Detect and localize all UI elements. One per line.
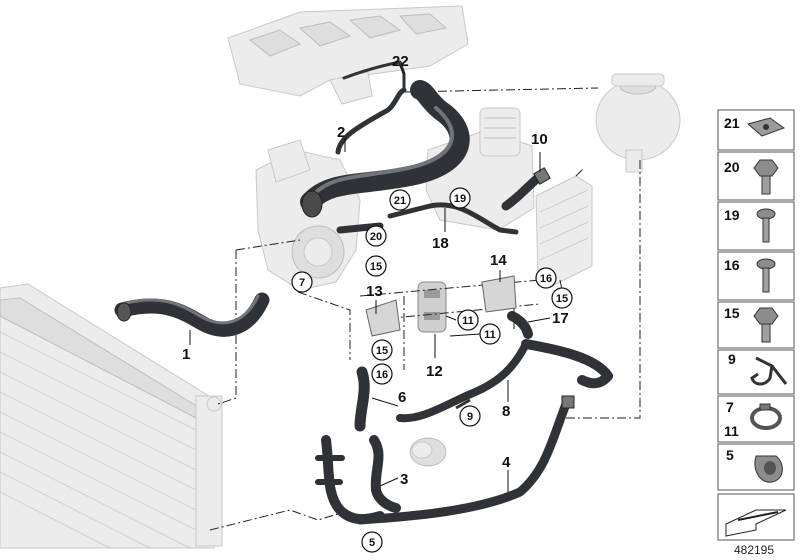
legend-item-15: 15 [717, 301, 795, 349]
svg-text:16: 16 [724, 257, 740, 273]
svg-text:5: 5 [369, 537, 375, 549]
legend-item-7-11: 7 11 [717, 395, 795, 443]
svg-text:15: 15 [724, 305, 740, 321]
bracket-13 [365, 299, 401, 337]
svg-text:15: 15 [556, 293, 568, 305]
hose-22 [342, 60, 406, 90]
callout-19: 19 [449, 187, 471, 209]
callouts: 1 2 3 4 6 8 10 12 13 14 17 18 22 5 7 9 1… [182, 53, 573, 553]
hose-8 [396, 339, 613, 423]
diagram-id: 482195 [734, 543, 774, 557]
svg-text:9: 9 [728, 351, 736, 367]
hose-10 [501, 167, 551, 211]
svg-text:7: 7 [726, 399, 734, 415]
legend-item-16: 16 [717, 251, 795, 301]
callout-11a: 11 [457, 309, 479, 331]
callout-1: 1 [182, 346, 190, 363]
hose-5 [315, 435, 385, 525]
bracket-14 [481, 275, 517, 313]
callout-16a: 16 [371, 363, 393, 385]
legend-item-21: 21 [717, 109, 795, 151]
legend-item-arrow [717, 493, 795, 541]
svg-text:15: 15 [376, 345, 388, 357]
legend-item-5: 5 [717, 443, 795, 491]
hose-6 [354, 366, 370, 432]
svg-text:9: 9 [467, 411, 473, 423]
callout-9: 9 [459, 405, 481, 427]
svg-text:16: 16 [540, 273, 552, 285]
svg-text:20: 20 [370, 231, 382, 243]
svg-text:19: 19 [454, 193, 466, 205]
callout-17: 17 [552, 310, 569, 327]
svg-text:11: 11 [724, 423, 739, 439]
svg-text:21: 21 [724, 115, 740, 131]
svg-text:5: 5 [726, 447, 734, 463]
callout-10: 10 [531, 131, 548, 148]
svg-text:16: 16 [376, 369, 388, 381]
callout-2: 2 [337, 124, 345, 141]
hose-3 [369, 435, 401, 513]
callout-18: 18 [432, 235, 449, 252]
hose-17 [507, 311, 533, 339]
hose-2 [300, 80, 470, 218]
svg-text:19: 19 [724, 207, 740, 223]
callout-15a: 15 [365, 255, 387, 277]
callout-7: 7 [291, 271, 313, 293]
callout-6: 6 [398, 389, 406, 406]
hex-bolt-icon [753, 307, 779, 343]
legend-item-20: 20 [717, 151, 795, 201]
callout-14: 14 [490, 252, 507, 269]
legend-item-19: 19 [717, 201, 795, 251]
callout-21: 21 [389, 189, 411, 211]
hose-4 [355, 395, 575, 525]
arrow-icon [725, 509, 787, 537]
torx-screw-icon [756, 258, 776, 293]
svg-text:11: 11 [484, 329, 496, 341]
cylinder-head-ghost [227, 5, 469, 105]
callout-13: 13 [366, 283, 383, 300]
callout-3: 3 [400, 471, 408, 488]
callout-15c: 15 [551, 287, 573, 309]
svg-text:15: 15 [370, 261, 382, 273]
leader-lines [189, 65, 551, 492]
thermostat-ghost [417, 281, 447, 333]
callout-16b: 16 [535, 267, 557, 289]
svg-text:21: 21 [394, 195, 406, 207]
callout-5: 5 [361, 531, 383, 553]
callout-22: 22 [392, 53, 409, 70]
spring-clamp-icon [754, 455, 783, 483]
svg-text:11: 11 [462, 315, 474, 327]
callout-8: 8 [502, 403, 510, 420]
radiator-ghost [0, 283, 223, 549]
callout-20: 20 [365, 225, 387, 247]
legend-item-9: 9 [717, 349, 795, 395]
svg-text:7: 7 [299, 277, 305, 289]
callout-15b: 15 [371, 339, 393, 361]
coolant-pump-ghost [409, 437, 447, 467]
hex-bolt-icon [753, 159, 779, 195]
svg-text:20: 20 [724, 159, 740, 175]
hose-holder-9 [455, 398, 471, 410]
hose-holder-icon [750, 356, 788, 386]
clip-nut-icon [746, 117, 786, 137]
legend-panel: 21 20 19 16 [717, 109, 795, 557]
callout-11b: 11 [479, 323, 501, 345]
expansion-tank-ghost [595, 73, 681, 173]
hose-clamp-icon [750, 403, 782, 430]
hose-1 [114, 292, 270, 337]
callout-12: 12 [426, 363, 443, 380]
callout-4: 4 [502, 454, 511, 471]
torx-screw-icon [756, 208, 776, 243]
